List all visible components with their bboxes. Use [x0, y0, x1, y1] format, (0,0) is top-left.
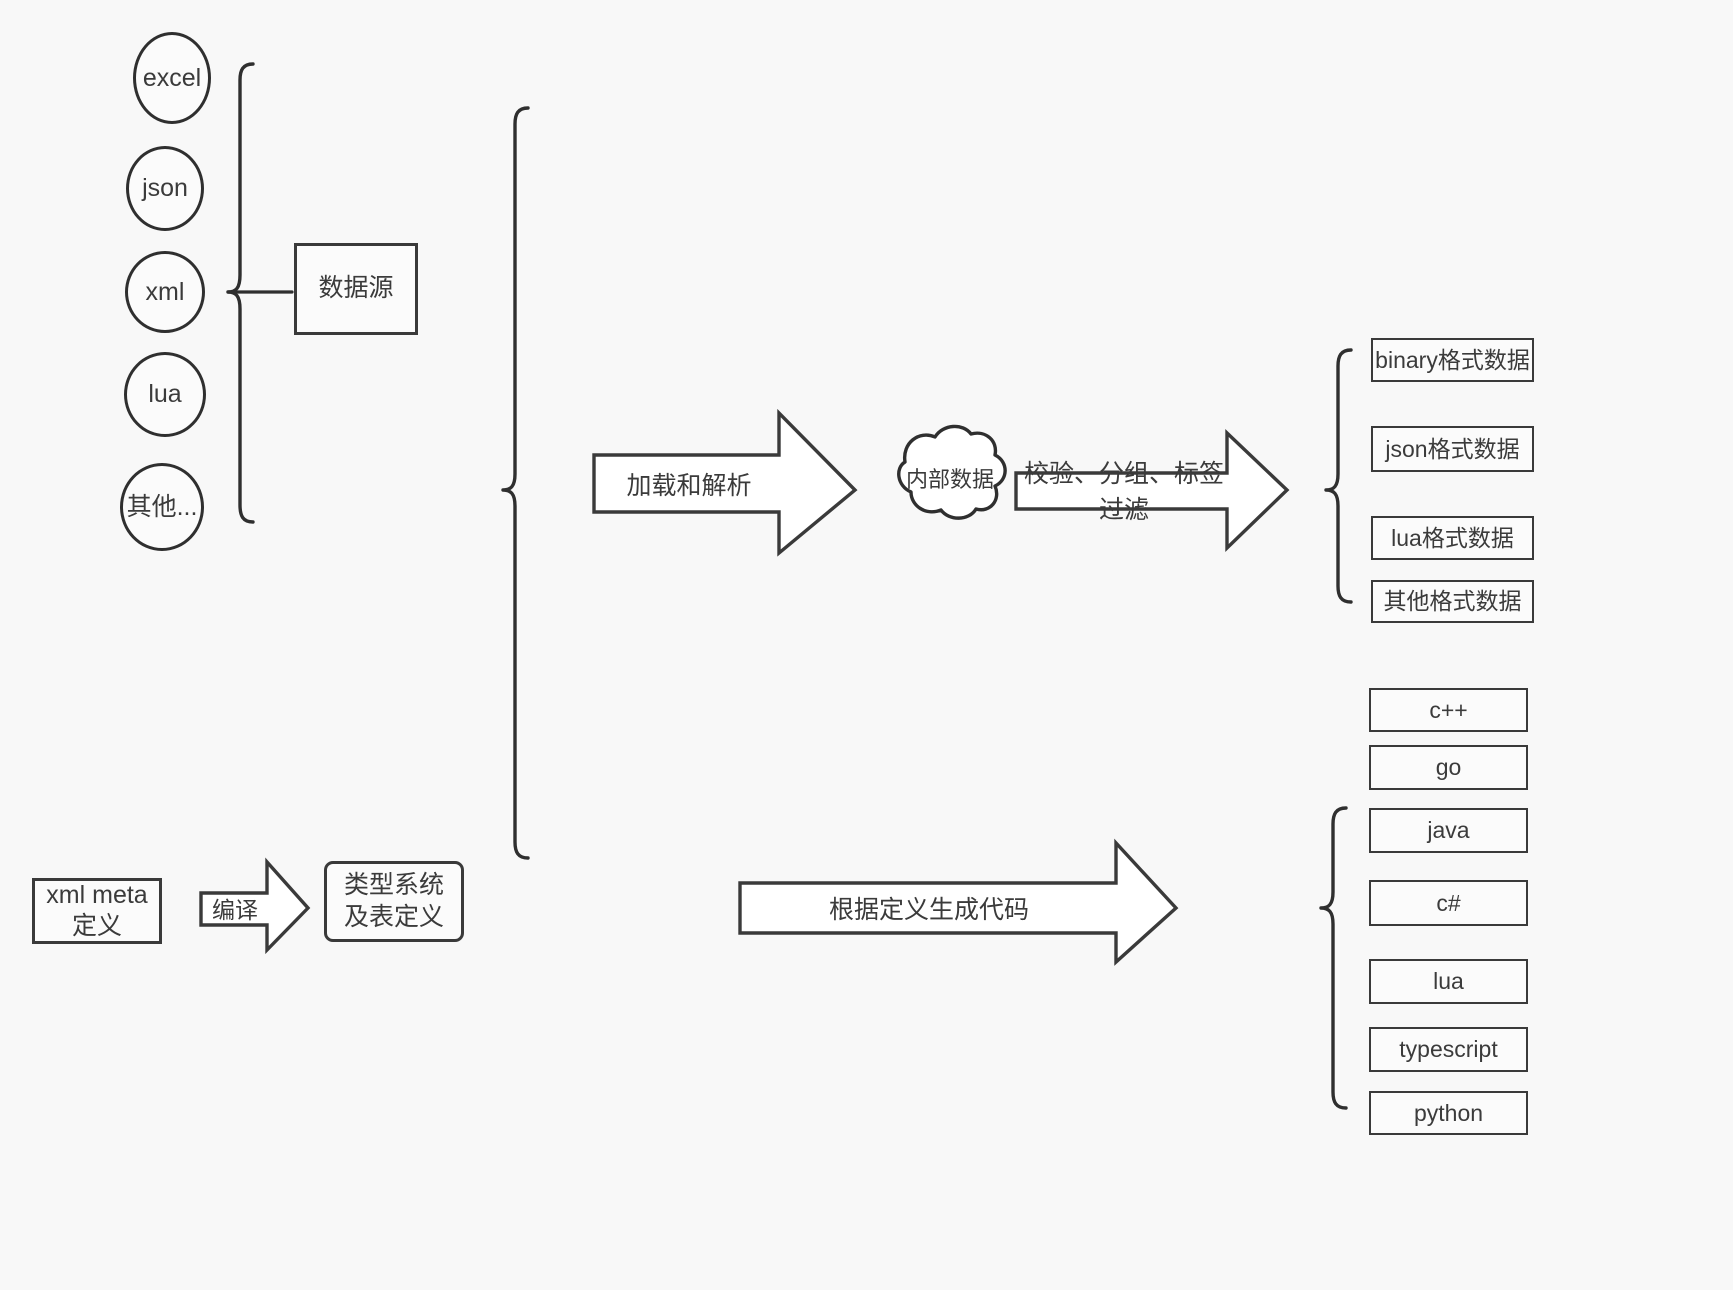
xml-meta-box-label: xml meta定义 [46, 880, 148, 940]
language-box-go-label: go [1435, 754, 1462, 781]
language-box-java[interactable]: java [1369, 808, 1528, 853]
internal-data-cloud-label: 内部数据 [890, 465, 1010, 492]
source-circle-json[interactable]: json [126, 146, 204, 231]
language-box-go[interactable]: go [1369, 745, 1528, 790]
source-circle-excel[interactable]: excel [133, 32, 211, 124]
language-box-lua[interactable]: lua [1369, 959, 1528, 1004]
format-box-other-label: 其他格式数据 [1383, 588, 1522, 615]
source-circle-other[interactable]: 其他... [120, 463, 204, 551]
languages-brace [1319, 806, 1348, 1110]
language-box-python[interactable]: python [1369, 1091, 1528, 1135]
source-circle-excel-label: excel [142, 63, 202, 92]
language-box-csharp[interactable]: c# [1369, 880, 1528, 926]
data-source-box-label: 数据源 [318, 274, 394, 303]
source-circle-xml[interactable]: xml [125, 251, 205, 333]
compile-arrow [199, 857, 311, 955]
language-box-lua-label: lua [1433, 968, 1464, 995]
codegen-arrow [738, 838, 1179, 966]
formats-brace [1324, 348, 1353, 604]
type-system-box-label: 类型系统及表定义 [343, 871, 444, 931]
type-system-box[interactable]: 类型系统及表定义 [324, 861, 464, 942]
format-box-json[interactable]: json格式数据 [1371, 426, 1534, 472]
format-box-binary-label: binary格式数据 [1375, 346, 1530, 373]
validate-group-filter-arrow [1014, 429, 1290, 553]
internal-data-text: 内部数据 [905, 467, 994, 492]
source-circle-other-label: 其他... [126, 492, 198, 521]
format-box-lua-label: lua格式数据 [1391, 524, 1514, 551]
source-circle-json-label: json [142, 174, 188, 203]
load-parse-arrow [592, 408, 858, 557]
format-box-lua[interactable]: lua格式数据 [1371, 516, 1534, 560]
language-box-csharp-label: c# [1436, 889, 1461, 916]
language-box-cpp-label: c++ [1429, 696, 1468, 723]
language-box-cpp[interactable]: c++ [1369, 688, 1528, 732]
source-circle-lua[interactable]: lua [124, 352, 206, 437]
language-box-typescript-label: typescript [1399, 1036, 1498, 1063]
format-box-other[interactable]: 其他格式数据 [1371, 580, 1534, 623]
language-box-java-label: java [1427, 817, 1470, 844]
format-box-json-label: json格式数据 [1385, 435, 1520, 462]
language-box-python-label: python [1413, 1099, 1484, 1126]
data-source-box[interactable]: 数据源 [294, 243, 418, 335]
source-circle-lua-label: lua [148, 380, 182, 409]
format-box-binary[interactable]: binary格式数据 [1371, 338, 1534, 382]
center-brace [501, 106, 530, 860]
source-circle-xml-label: xml [145, 277, 185, 306]
language-box-typescript[interactable]: typescript [1369, 1027, 1528, 1072]
internal-data-cloud [897, 424, 1007, 520]
xml-meta-box[interactable]: xml meta定义 [32, 878, 162, 944]
